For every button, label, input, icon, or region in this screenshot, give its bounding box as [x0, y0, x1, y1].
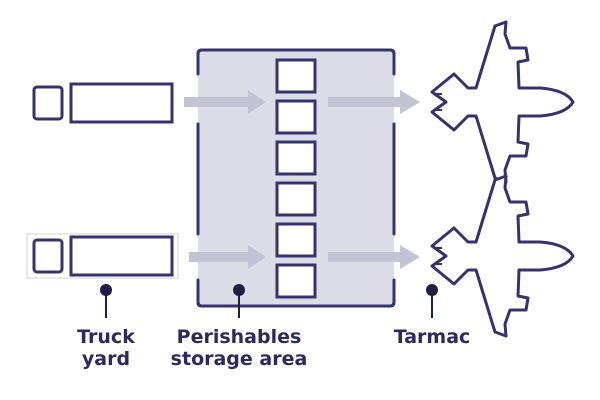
truck-top	[32, 82, 174, 124]
truck-bottom	[26, 233, 179, 279]
truck-yard-label-line2: yard	[81, 348, 131, 370]
tarmac-label: Tarmac	[382, 326, 482, 348]
truck-outline-frame	[26, 233, 179, 279]
storage-box	[275, 58, 317, 94]
storage-box	[275, 181, 317, 217]
storage-area-label-line1: Perishables	[176, 326, 302, 348]
tarmac-marker	[426, 284, 438, 296]
storage-area-floor	[198, 50, 394, 306]
plane-icon	[430, 20, 575, 184]
truck-cab	[32, 238, 64, 274]
storage-area-label: Perishables storage area	[159, 326, 319, 370]
storage-box	[275, 222, 317, 258]
arrow-storage-to-tarmac-top	[328, 90, 420, 114]
flow-arrows	[184, 90, 420, 269]
storage-area-label-line2: storage area	[170, 348, 308, 370]
truck-yard-label: Truck yard	[56, 326, 156, 370]
label-markers	[100, 284, 438, 318]
truck-yard-label-line1: Truck	[77, 326, 135, 348]
arrow-truck-to-storage-top	[184, 90, 266, 114]
truck-trailer	[69, 235, 174, 277]
truck-cab	[32, 85, 64, 121]
truck-yard-marker	[100, 284, 112, 296]
arrow-truck-to-storage-bottom	[189, 245, 266, 269]
plane-icon	[430, 174, 575, 338]
storage-box	[275, 263, 317, 299]
storage-box	[275, 140, 317, 176]
storage-box	[275, 99, 317, 135]
tarmac-label-line1: Tarmac	[393, 326, 471, 348]
truck-trailer	[69, 82, 174, 124]
storage-boxes	[275, 58, 317, 299]
storage-marker	[233, 284, 245, 296]
storage-area-walls	[196, 48, 396, 308]
arrow-storage-to-tarmac-bottom	[328, 245, 420, 269]
